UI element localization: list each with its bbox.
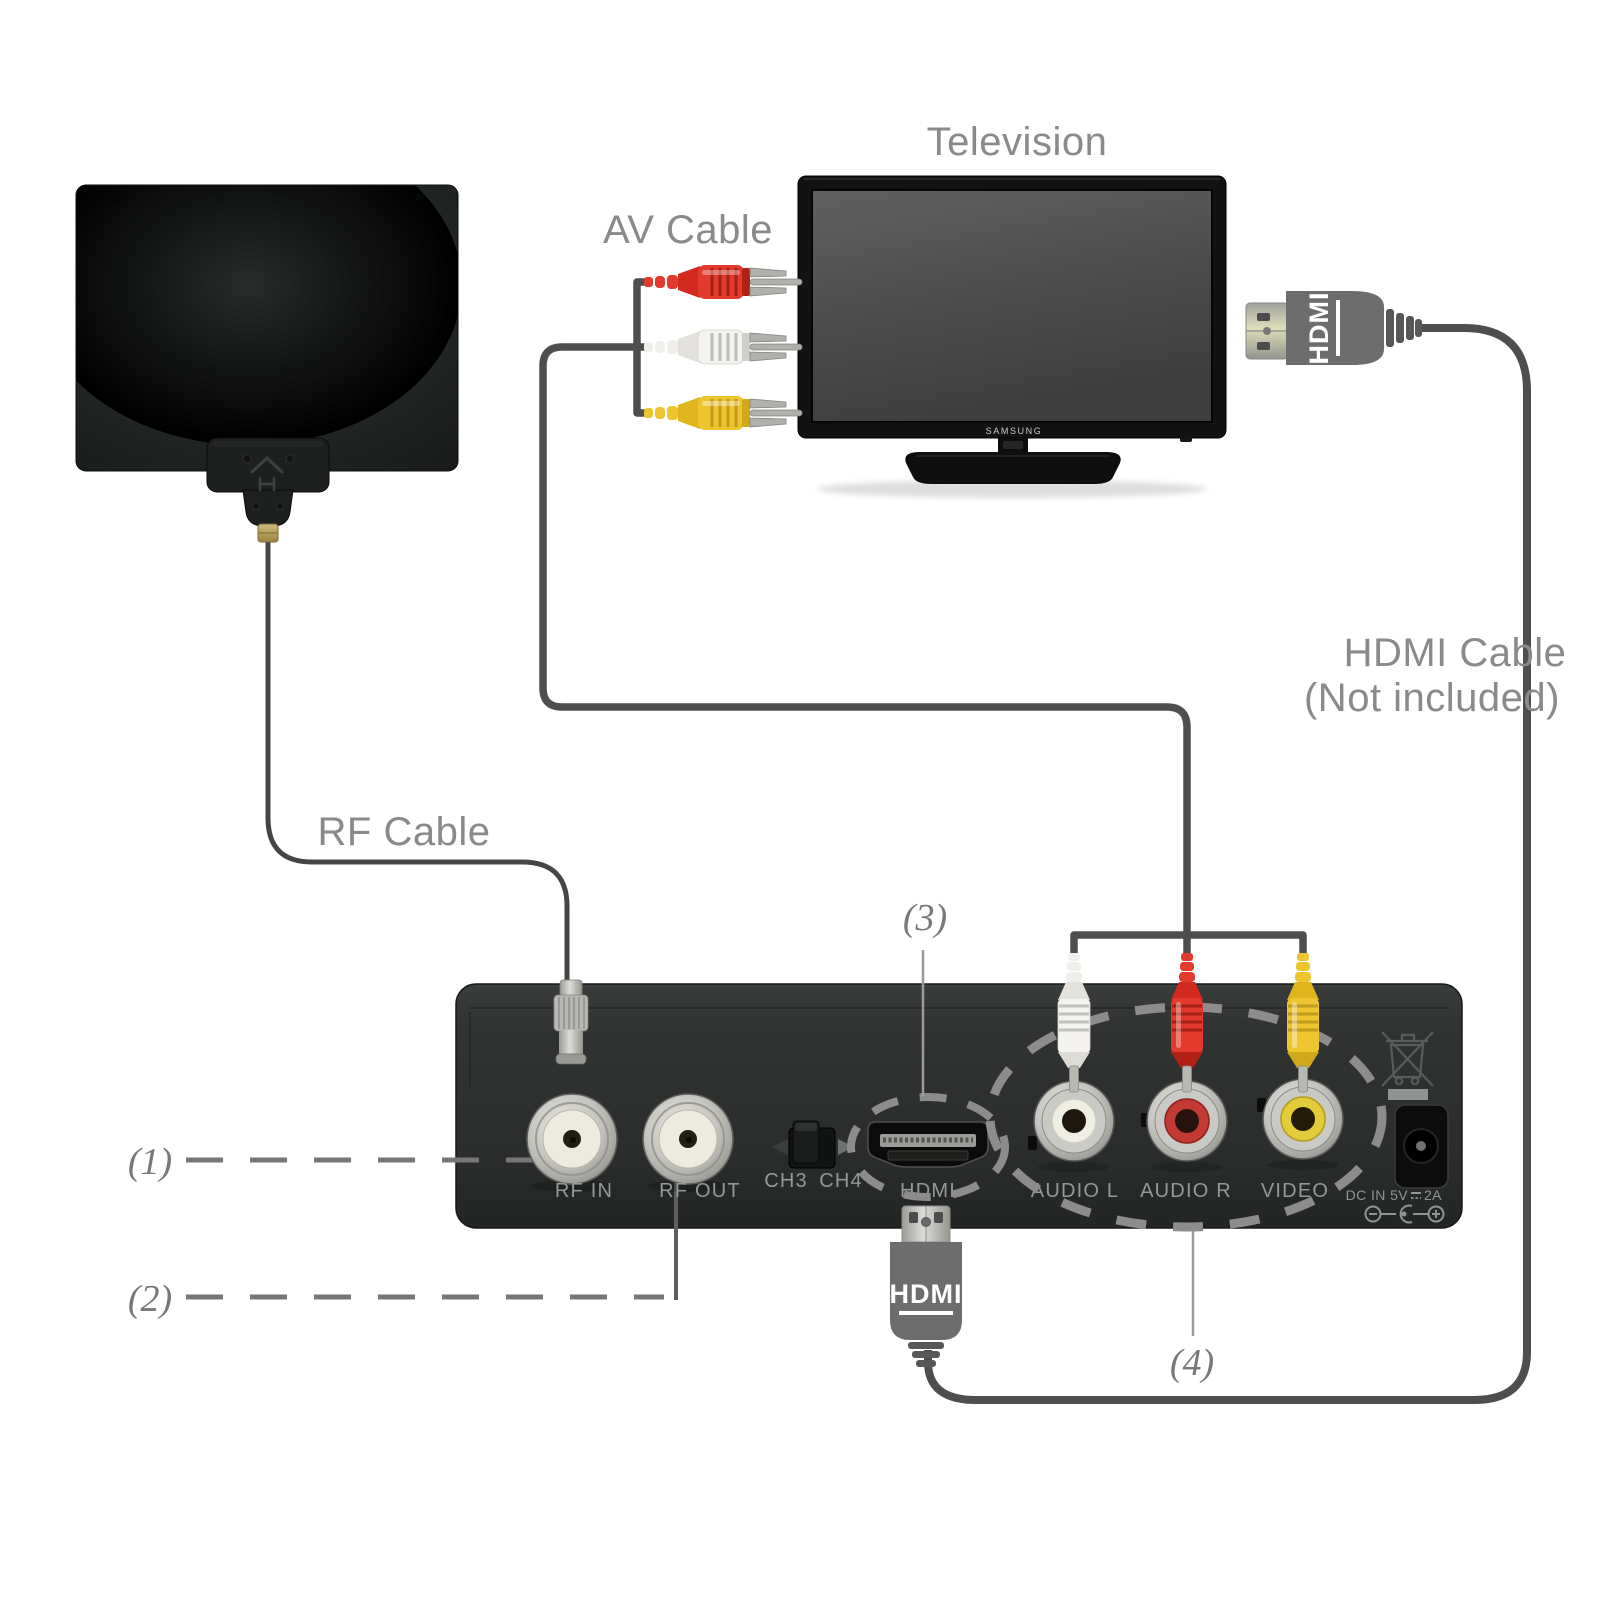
- hdmi-strain-relief-top: [1386, 309, 1422, 347]
- converter-box: RF IN RF OUT CH3 CH4 HDMI: [186, 979, 1463, 1300]
- antenna-hole-right: [415, 192, 425, 202]
- svg-text:2A: 2A: [1424, 1187, 1442, 1203]
- av-cable-box-bracket: [1070, 931, 1307, 960]
- dc-polarity-icon: [1364, 1204, 1445, 1224]
- rf-plug-on-box: [553, 979, 589, 1065]
- svg-text:DC IN 5V: DC IN 5V: [1346, 1187, 1409, 1203]
- rf-cable-label: RF Cable: [318, 810, 491, 854]
- antenna-hole-left: [112, 192, 122, 202]
- hdmi-connector-bottom: HDMI: [890, 1205, 963, 1367]
- hdmi-plug-body-top: [1286, 291, 1384, 365]
- television-label: Television: [927, 120, 1108, 164]
- hdmi-cable-label-line1: HDMI Cable: [1344, 631, 1567, 675]
- arrow-right-icon: [838, 1139, 854, 1155]
- ch4-label: CH4: [819, 1170, 863, 1192]
- ch3-label: CH3: [764, 1170, 808, 1192]
- rca-plug-red-box: [1171, 953, 1203, 1093]
- tv-shadow: [817, 480, 1207, 498]
- samsung-logo: SAMSUNG: [986, 426, 1043, 436]
- antenna-panel: [75, 184, 459, 472]
- dc-rating-label: DC IN 5V 2A: [1346, 1187, 1442, 1203]
- hdmi-dashed-circle: [847, 1093, 1009, 1201]
- hdmi-connector-top: HDMI: [1245, 291, 1422, 365]
- hdmi-logo-top: HDMI: [1304, 292, 1334, 365]
- audio-r-port: [1141, 1080, 1228, 1172]
- rca-plug-white-box: [1057, 953, 1091, 1093]
- hdmi-logo-bottom: HDMI: [890, 1279, 963, 1309]
- hdmi-strain-relief-bottom: [908, 1342, 944, 1367]
- av-cable-lines: [539, 278, 1307, 960]
- rca-plug-yellow-box: [1287, 953, 1319, 1093]
- video-label: VIDEO: [1261, 1180, 1329, 1202]
- up-arrow-icon: [250, 455, 284, 492]
- hdmi-cable-label-line2: (Not included): [1304, 676, 1560, 720]
- av-cable-label: AV Cable: [603, 208, 773, 252]
- arrow-left-icon: [772, 1139, 788, 1155]
- antenna-connector: [206, 437, 330, 543]
- rca-plug-red-tv: [644, 265, 803, 299]
- rf-in-port: [526, 1093, 618, 1192]
- dc-power-jack: [1394, 1104, 1449, 1189]
- audio-l-port: [1028, 1080, 1115, 1172]
- ch3-ch4-switch: [772, 1120, 854, 1169]
- callout-1: (1): [128, 1141, 172, 1183]
- rf-out-port: [642, 1093, 734, 1192]
- rca-plug-yellow-tv: [644, 396, 803, 430]
- callout-4: (4): [1170, 1342, 1214, 1384]
- callout-3: (3): [903, 897, 947, 939]
- rf-out-label: RF OUT: [659, 1180, 741, 1202]
- av-cable-run: [539, 343, 1191, 960]
- video-port: [1257, 1078, 1344, 1170]
- television: SAMSUNG: [797, 175, 1227, 498]
- rca-plug-white-tv: [644, 329, 803, 365]
- tv-power-nub: [1180, 437, 1192, 442]
- hdmi-cable-line: [924, 324, 1531, 1404]
- weee-bar: [1388, 1089, 1428, 1100]
- hdmi-port: [867, 1121, 989, 1168]
- tv-screen: [811, 189, 1213, 423]
- tv-stand-base: [905, 452, 1121, 484]
- rf-cable-line: [265, 542, 570, 990]
- antenna: [75, 184, 459, 543]
- rf-in-label: RF IN: [555, 1180, 613, 1202]
- callout-2: (2): [128, 1278, 172, 1320]
- audio-l-label: AUDIO L: [1031, 1180, 1119, 1202]
- hdmi-plug-body-bottom: [890, 1242, 962, 1340]
- switch-knob: [792, 1120, 820, 1164]
- weee-recycle-icon: [1381, 1031, 1434, 1087]
- audio-r-label: AUDIO R: [1140, 1180, 1232, 1202]
- av-dashed-circle: [985, 1002, 1387, 1232]
